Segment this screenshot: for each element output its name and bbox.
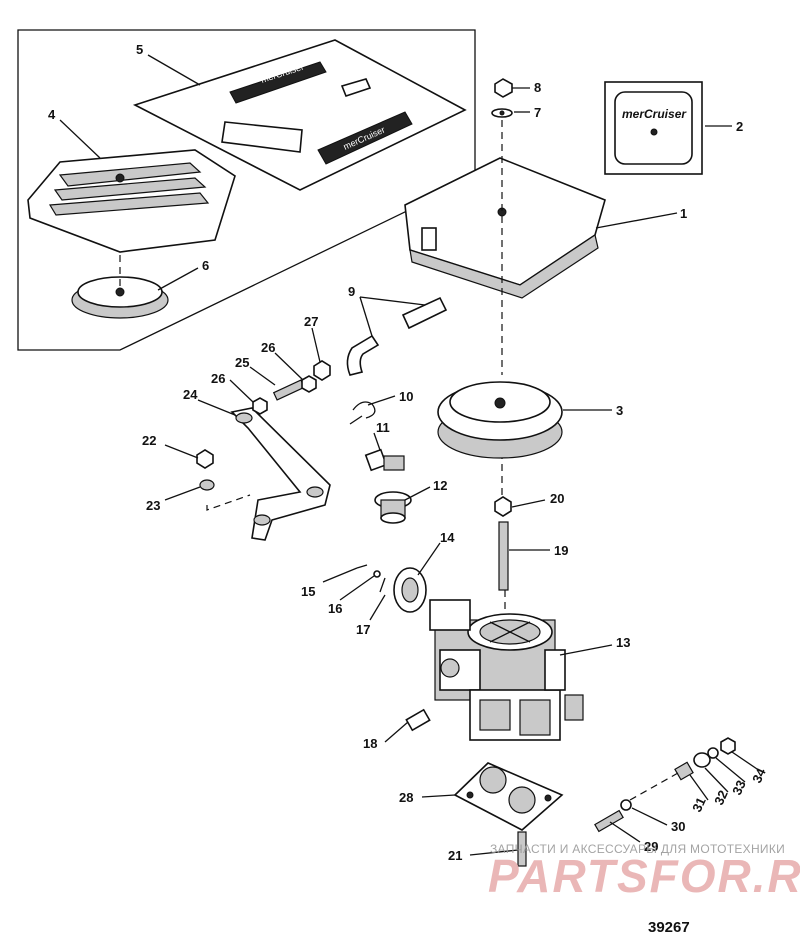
callout-2: 2: [736, 119, 743, 134]
decal-square: merCruiser: [604, 81, 703, 175]
callout-6: 6: [202, 258, 209, 273]
inset-frame: [17, 29, 476, 351]
callout-9: 9: [348, 284, 355, 299]
decal-sheet: merCruiser merCruiser: [132, 39, 467, 191]
callout-25: 25: [235, 355, 249, 370]
callout-31: 31: [689, 795, 709, 814]
callout-18: 18: [363, 736, 377, 751]
leader-lines: [59, 54, 761, 856]
callout-29: 29: [644, 839, 658, 854]
grommet: [374, 491, 412, 524]
long-stud: [498, 521, 509, 591]
stud-and-nuts: [252, 360, 331, 415]
elbow-fitting: [364, 448, 405, 472]
hose-clamp: [349, 401, 376, 425]
callout-33: 33: [729, 778, 749, 797]
screw-and-fittings: [594, 737, 736, 833]
callout-5: 5: [136, 42, 143, 57]
callout-4: 4: [48, 107, 56, 122]
callout-28: 28: [399, 790, 413, 805]
carburetor-gasket: [453, 762, 564, 831]
stud-nut: [494, 496, 512, 517]
callout-24: 24: [183, 387, 198, 402]
watermark-caption: ЗАПЧАСТИ И АКСЕССУАРЫ ДЛЯ МОТОТЕХНИКИ: [490, 842, 785, 856]
vent-hoses: [346, 296, 448, 376]
callout-8: 8: [534, 80, 541, 95]
figure-number: 39267: [648, 919, 690, 936]
flame-arrestor: [437, 381, 563, 459]
nut-and-bushing: [196, 449, 251, 511]
callout-19: 19: [554, 543, 568, 558]
callout-7: 7: [534, 105, 541, 120]
callout-21: 21: [448, 848, 462, 863]
callout-10: 10: [399, 389, 413, 404]
callout-26a: 26: [211, 371, 225, 386]
callout-32: 32: [711, 788, 731, 807]
callout-numbers: 1 2 3 4 5 6 7 8 9 10 11 12 13 14 15 16 1…: [48, 42, 769, 863]
callout-1: 1: [680, 206, 687, 221]
callout-26b: 26: [261, 340, 275, 355]
callout-14: 14: [440, 530, 455, 545]
mounting-bracket: [230, 407, 331, 541]
choke-parts: [356, 564, 427, 613]
callout-20: 20: [550, 491, 564, 506]
callout-11: 11: [376, 420, 390, 435]
callout-12: 12: [433, 478, 447, 493]
short-stud: [517, 831, 527, 867]
plug: [405, 708, 431, 732]
callout-15: 15: [301, 584, 315, 599]
callout-3: 3: [616, 403, 623, 418]
callout-13: 13: [616, 635, 630, 650]
callout-23: 23: [146, 498, 160, 513]
carburetor: [429, 599, 584, 741]
flame-arrestor-cover-small: [27, 149, 236, 253]
washer-and-nut: [491, 78, 513, 118]
watermark: ЗАПЧАСТИ И АКСЕССУАРЫ ДЛЯ МОТОТЕХНИКИ PA…: [488, 842, 800, 902]
watermark-brand: PARTSFOR.RU: [488, 850, 800, 902]
callout-34: 34: [749, 765, 769, 785]
callout-30: 30: [671, 819, 685, 834]
decal-square-brand: merCruiser: [622, 107, 687, 121]
flame-arrestor-cover: [404, 157, 606, 299]
callout-22: 22: [142, 433, 156, 448]
flame-arrestor-small: [71, 255, 169, 319]
callout-16: 16: [328, 601, 342, 616]
callout-27: 27: [304, 314, 318, 329]
callout-17: 17: [356, 622, 370, 637]
